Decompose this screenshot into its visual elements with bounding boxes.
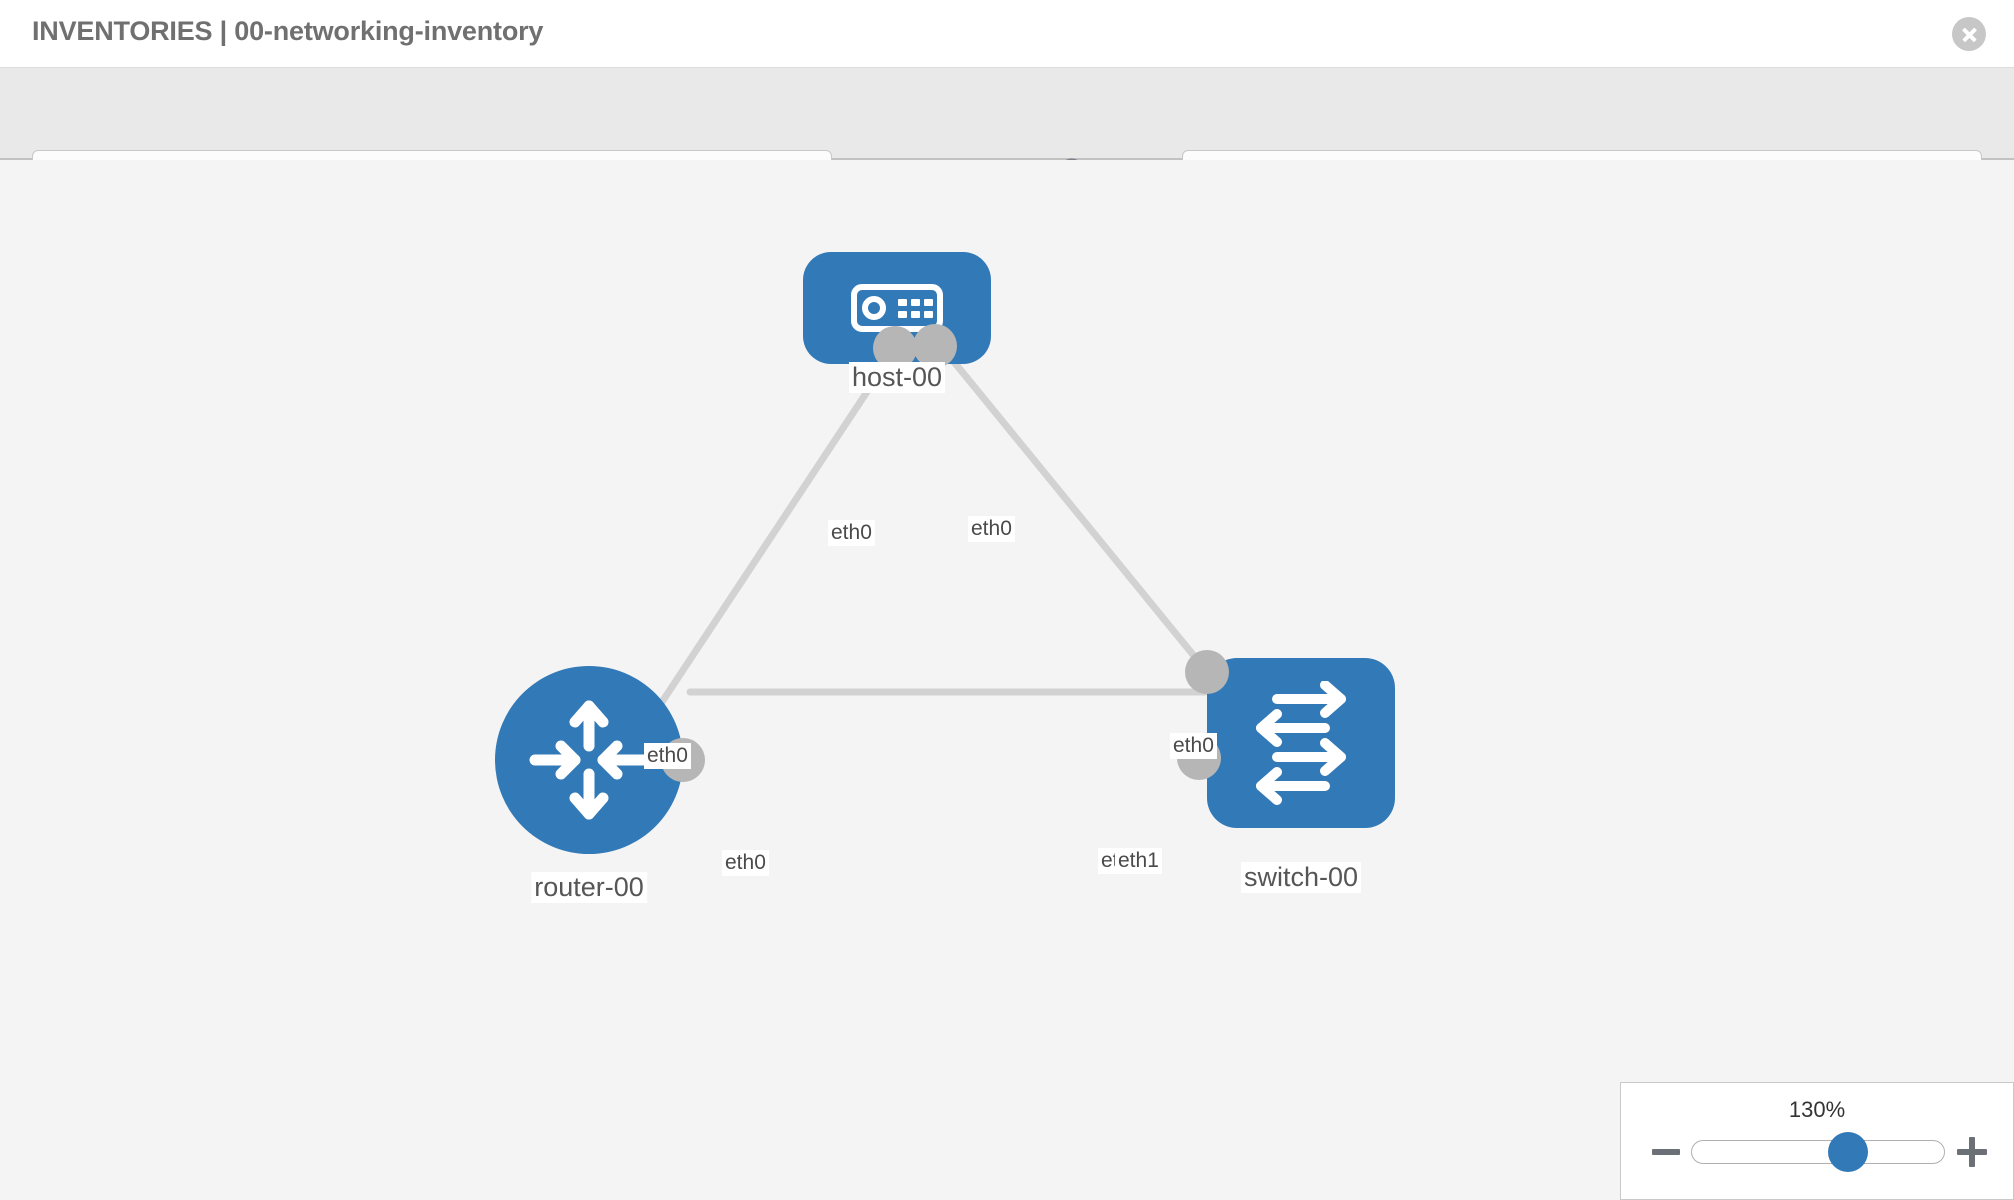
zoom-in-button[interactable] (1955, 1135, 1989, 1169)
zoom-level-label: 130% (1788, 1097, 1846, 1122)
toolbar: ACTIONS SEARCH (0, 68, 2014, 202)
port-host-eth0-right[interactable] (913, 324, 957, 368)
minus-icon (1652, 1149, 1680, 1155)
node-label-host-00: host-00 (848, 362, 946, 393)
zoom-out-button[interactable] (1649, 1135, 1683, 1169)
edge-host-router (656, 353, 894, 709)
port-switch-eth0[interactable] (1185, 650, 1229, 694)
edge-label-host-right: eth0 (968, 516, 1015, 542)
edge-label-host-left: eth0 (828, 520, 875, 546)
zoom-control-panel: 130% (1620, 1082, 2014, 1200)
topology-canvas[interactable]: host-00 (0, 160, 2014, 1200)
close-icon[interactable] (1952, 17, 1986, 51)
edge-label-router-eth0: eth0 (722, 850, 769, 876)
node-label-switch-00: switch-00 (1240, 862, 1362, 893)
topology-edges (656, 353, 1234, 709)
plus-icon-vertical (1969, 1137, 1975, 1167)
topology-node-switch-00[interactable]: switch-00 (1177, 650, 1395, 893)
switch-arrows-icon (1256, 681, 1346, 805)
edge-label-router-uplink: eth0 (644, 743, 691, 769)
switch-node-shape (1207, 658, 1395, 828)
page-title: INVENTORIES | 00-networking-inventory (32, 16, 544, 46)
edge-label-switch-eth1: eth1 (1115, 848, 1162, 874)
node-label-router-00: router-00 (531, 872, 647, 903)
edge-host-switch (946, 353, 1234, 704)
zoom-slider[interactable] (1691, 1132, 1945, 1172)
zoom-slider-thumb[interactable] (1828, 1132, 1869, 1172)
topology-node-host-00[interactable]: host-00 (803, 252, 991, 393)
page-header: INVENTORIES | 00-networking-inventory (0, 0, 2014, 68)
router-arrows-icon (529, 700, 649, 820)
edge-label-switch-uplink: eth0 (1170, 733, 1217, 759)
